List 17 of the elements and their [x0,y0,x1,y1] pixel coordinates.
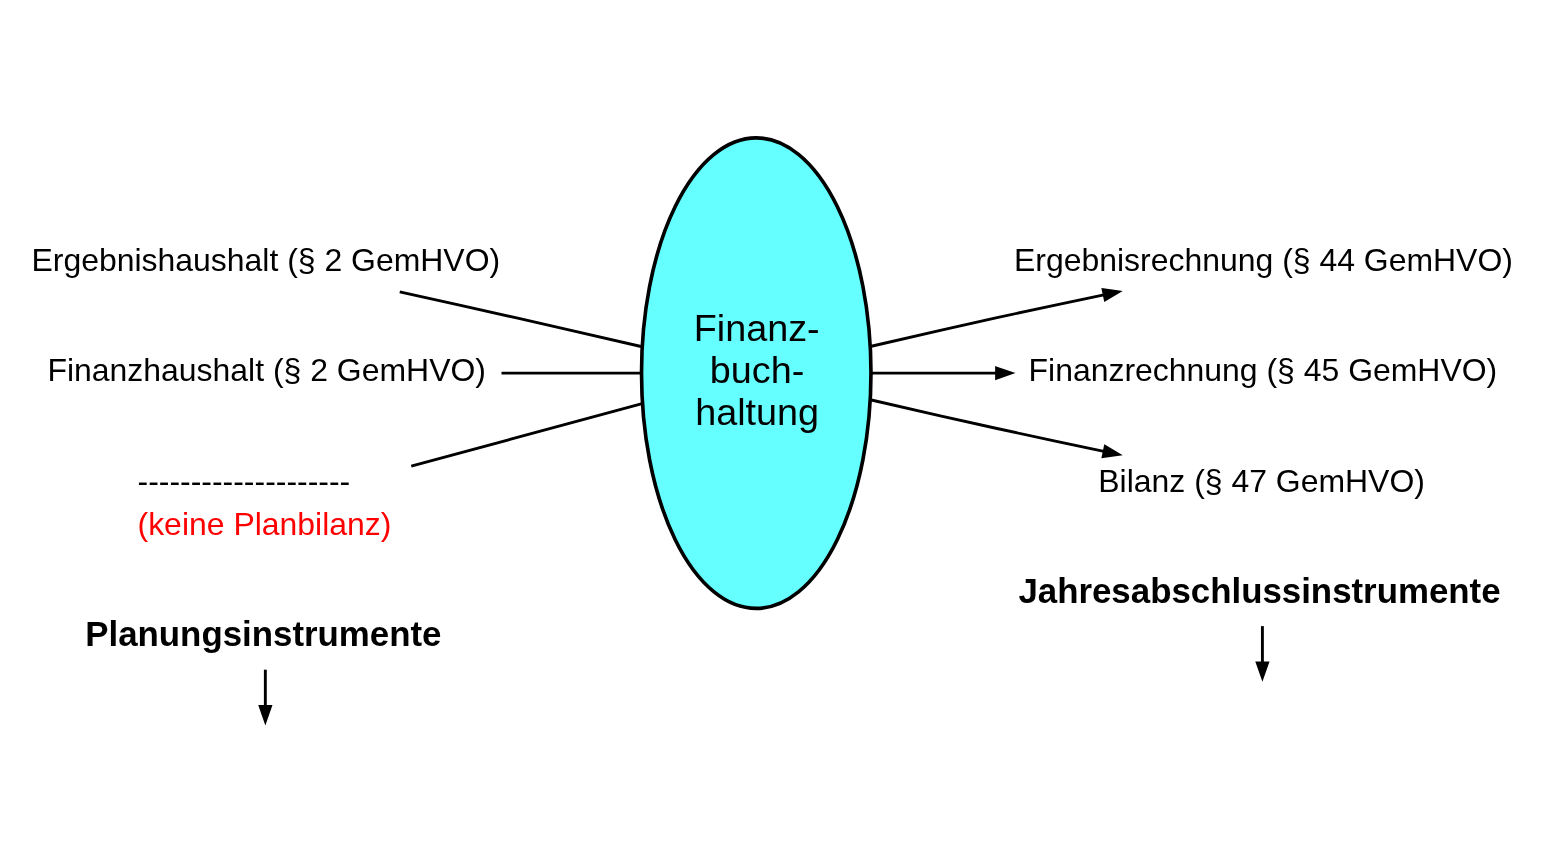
node-text: Ergebnisrechnung (§ 44 GemHVO) [1014,241,1513,278]
node-text: Finanzrechnung (§ 45 GemHVO) [1028,352,1498,389]
connector [410,402,643,468]
node-text: Jahresabschlussinstrumente [1018,570,1501,610]
arrow [869,288,1123,348]
node-text: Bilanz (§ 47 GemHVO) [1098,462,1425,499]
arrow [871,365,1016,381]
arrow [869,398,1123,459]
node-text: Planungsinstrumente [85,614,442,654]
connector [399,290,643,349]
connector [501,371,642,375]
node-text: Ergebnishaushalt (§ 2 GemHVO) [31,241,501,278]
arrow [258,669,273,726]
arrow [1255,626,1270,682]
node-text: -------------------- (keine Planbilanz) [137,462,392,543]
node-ellipse: Finanz- buch- haltung [639,136,873,611]
node-text: Finanzhaushalt (§ 2 GemHVO) [47,352,486,389]
